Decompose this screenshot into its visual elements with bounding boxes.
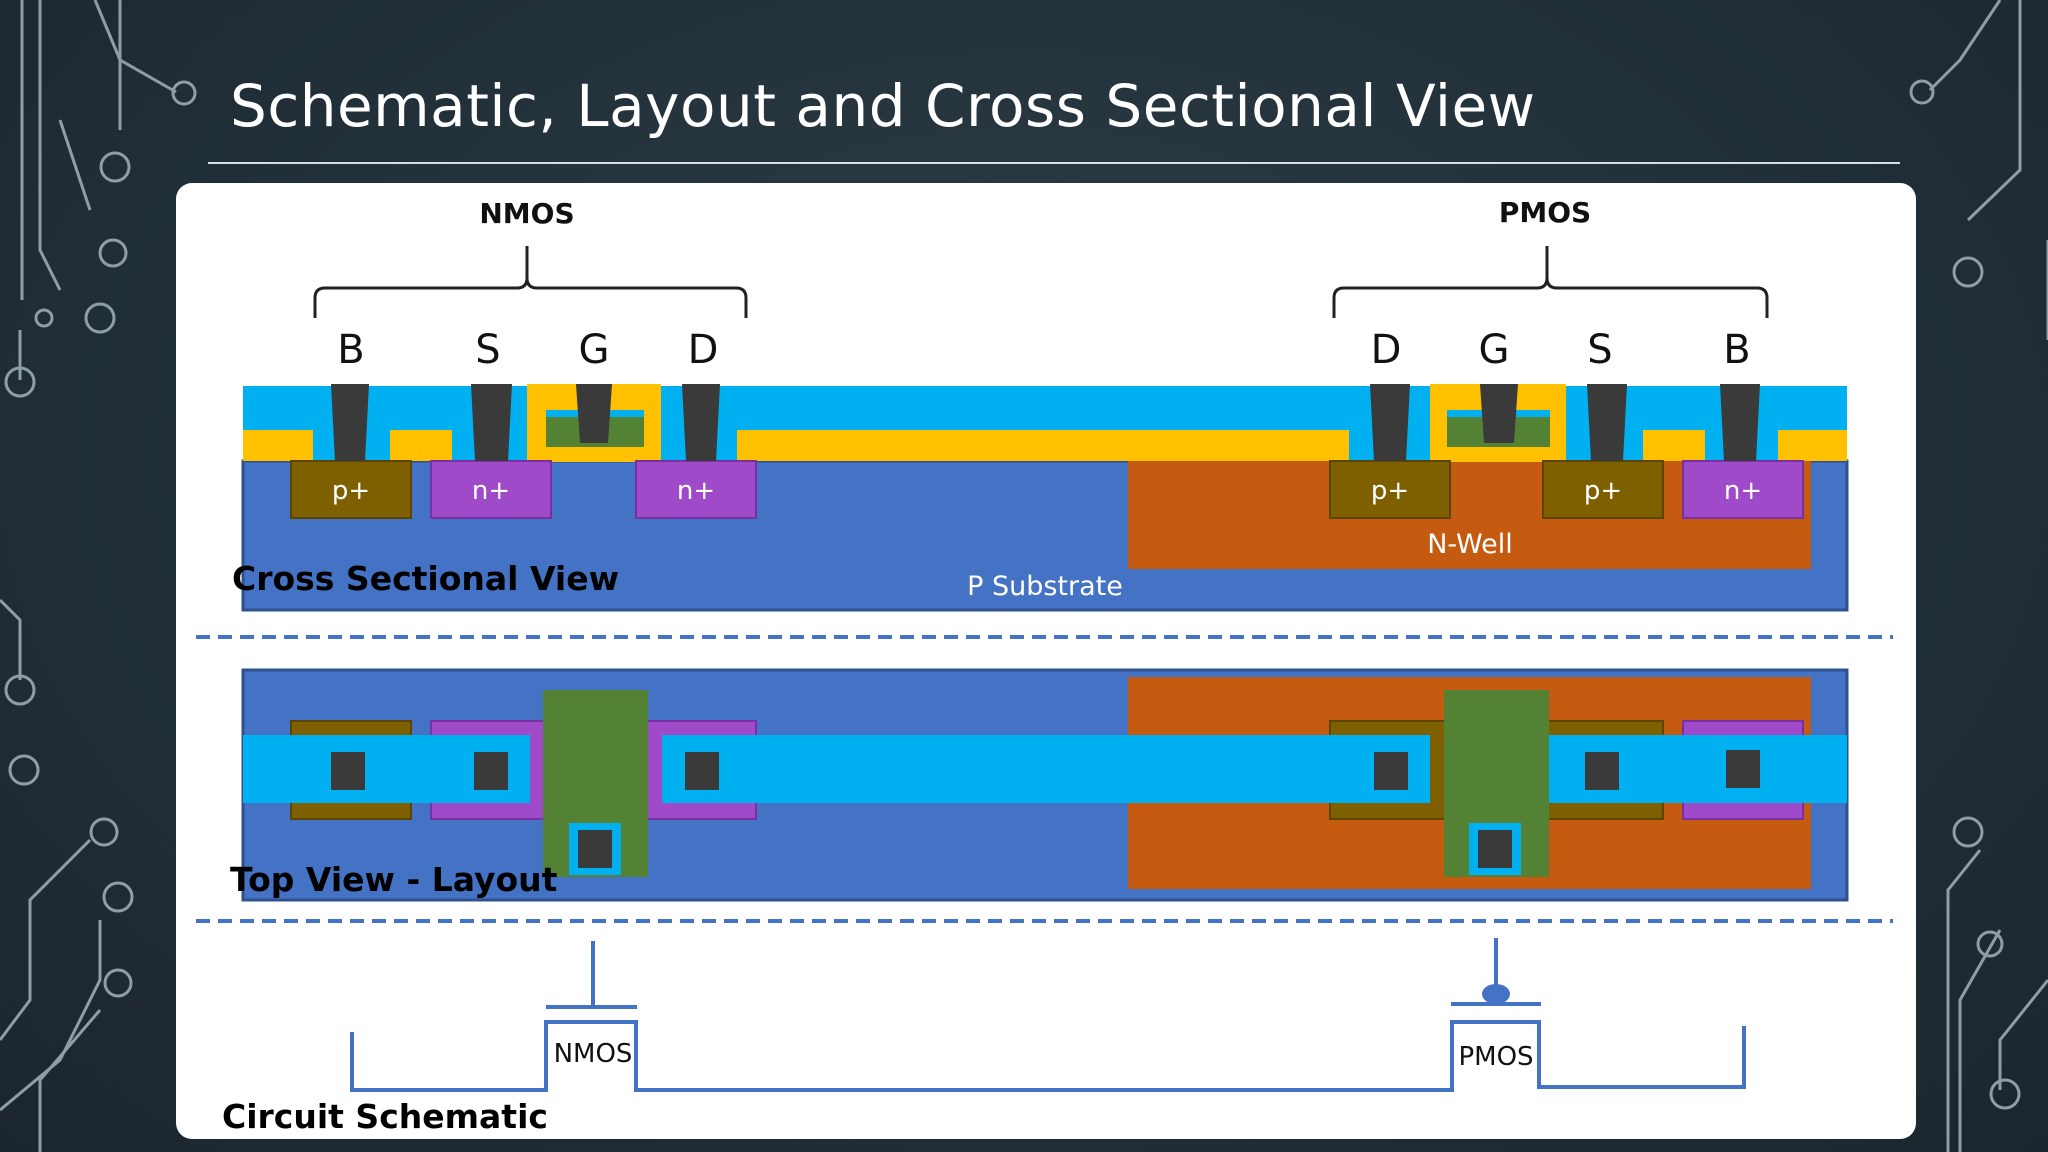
pmos-body-diffusion — [1682, 460, 1804, 519]
doping-label: n+ — [1724, 476, 1762, 506]
layout-contact — [1585, 752, 1619, 790]
doping-label: p+ — [1584, 476, 1622, 506]
nmos-symbol-label: NMOS — [554, 1039, 633, 1069]
nmos-terminal-d: D — [688, 327, 719, 373]
doping-label: p+ — [1371, 476, 1409, 506]
nmos-group-label: NMOS — [479, 197, 574, 230]
slide-title: Schematic, Layout and Cross Sectional Vi… — [230, 72, 1536, 140]
contact-plug — [682, 384, 720, 461]
pmos-symbol-label: PMOS — [1458, 1042, 1533, 1072]
oxide-segment — [1643, 430, 1705, 461]
title-divider — [208, 162, 1900, 164]
contact-plug — [1587, 384, 1627, 461]
layout-contact — [1374, 752, 1408, 790]
nmos-source-diffusion — [430, 460, 552, 519]
pmos-inversion-bubble — [1482, 984, 1510, 1004]
oxide-segment — [1778, 430, 1847, 461]
pmos-source-diffusion — [1542, 460, 1664, 519]
circuit-schematic: NMOS PMOS Circuit Schematic — [222, 938, 1746, 1136]
pmos-brace — [1332, 246, 1769, 318]
n-well-label: N-Well — [1427, 529, 1513, 560]
pmos-gate-oxide — [1430, 384, 1566, 462]
schematic-wire — [350, 1020, 1746, 1092]
pmos-group-label: PMOS — [1499, 196, 1591, 229]
pmos-terminal-b: B — [1723, 327, 1750, 373]
layout-contact — [474, 752, 508, 790]
doping-label: p+ — [332, 476, 370, 506]
nmos-drain-diffusion — [635, 460, 757, 519]
nmos-terminal-s: S — [475, 327, 500, 373]
layout-contact — [685, 752, 719, 790]
pmos-terminal-d: D — [1371, 327, 1402, 373]
nmos-gate-oxide — [527, 384, 661, 462]
layout-metal-rail-middle — [662, 735, 1430, 803]
circuit-schematic-label: Circuit Schematic — [222, 1097, 548, 1136]
contact-plug — [1370, 384, 1410, 461]
content-panel — [176, 183, 1916, 1139]
top-view-layout: Top View - Layout — [230, 668, 1849, 902]
doping-label: n+ — [472, 476, 510, 506]
nmos-brace — [313, 246, 748, 318]
pmos-terminal-s: S — [1587, 327, 1612, 373]
layout-contact — [1726, 750, 1760, 788]
cross-section-label: Cross Sectional View — [232, 559, 619, 598]
pmos-drain-diffusion — [1329, 460, 1451, 519]
p-substrate-label: P Substrate — [967, 571, 1123, 602]
contact-plug — [576, 384, 612, 443]
contact-plug — [471, 384, 512, 461]
pmos-terminal-g: G — [1479, 327, 1510, 373]
layout-contact — [331, 752, 365, 790]
contact-plug — [1480, 384, 1518, 443]
oxide-segment — [737, 430, 1349, 461]
oxide-segment — [390, 430, 452, 461]
doping-label: n+ — [677, 476, 715, 506]
layout-contact — [578, 830, 612, 868]
top-view-label: Top View - Layout — [230, 860, 558, 899]
oxide-segment — [243, 430, 313, 461]
contact-plug — [1720, 384, 1760, 461]
cross-section-view: NMOS PMOS B S G D D G S B p+ n+ n+ p+ p+… — [232, 196, 1849, 612]
nmos-terminal-b: B — [337, 327, 364, 373]
nmos-terminal-g: G — [579, 327, 610, 373]
layout-contact — [1478, 830, 1512, 868]
contact-plug — [331, 384, 369, 461]
